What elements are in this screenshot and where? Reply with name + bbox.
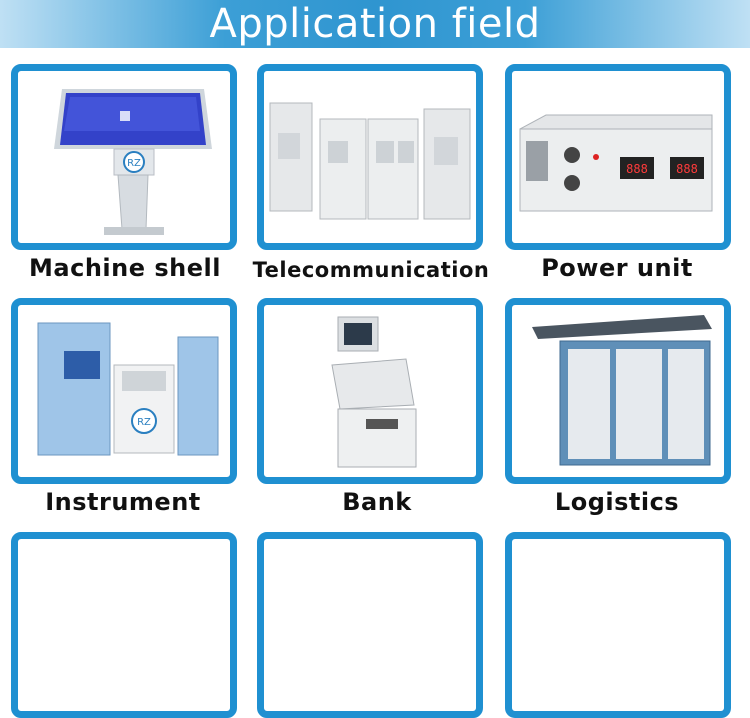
label-telecommunication: Telecommunication (252, 258, 490, 282)
parcel-locker-icon (532, 315, 712, 466)
label-bank: Bank (342, 488, 412, 516)
svg-text:RZ: RZ (137, 417, 151, 428)
header-banner: Application field (0, 0, 750, 48)
label-power-unit: Power unit (541, 254, 693, 282)
card-power-unit[interactable]: 888 888 (505, 64, 731, 250)
card-logistics[interactable] (505, 298, 731, 484)
label-instrument: Instrument (45, 488, 201, 516)
card-bank[interactable] (257, 298, 483, 484)
atm-bank-machine-icon (331, 316, 417, 468)
card-row3-2[interactable] (257, 532, 483, 718)
power-supply-unit-icon: 888 888 (519, 114, 713, 212)
svg-text:888: 888 (626, 162, 648, 176)
page-title: Application field (209, 1, 541, 47)
instrument-cabinet-icon: RZ (37, 322, 219, 456)
card-telecommunication[interactable] (257, 64, 483, 250)
telecom-cabinet-icon (269, 102, 471, 220)
label-machine-shell: Machine shell (29, 254, 221, 282)
svg-text:888: 888 (676, 162, 698, 176)
card-row3-1[interactable] (11, 532, 237, 718)
card-row3-3[interactable] (505, 532, 731, 718)
card-instrument[interactable]: RZ (11, 298, 237, 484)
label-logistics: Logistics (554, 488, 680, 516)
svg-text:RZ: RZ (127, 158, 141, 169)
kiosk-machine-icon: RZ (54, 89, 212, 235)
card-machine-shell[interactable]: RZ (11, 64, 237, 250)
